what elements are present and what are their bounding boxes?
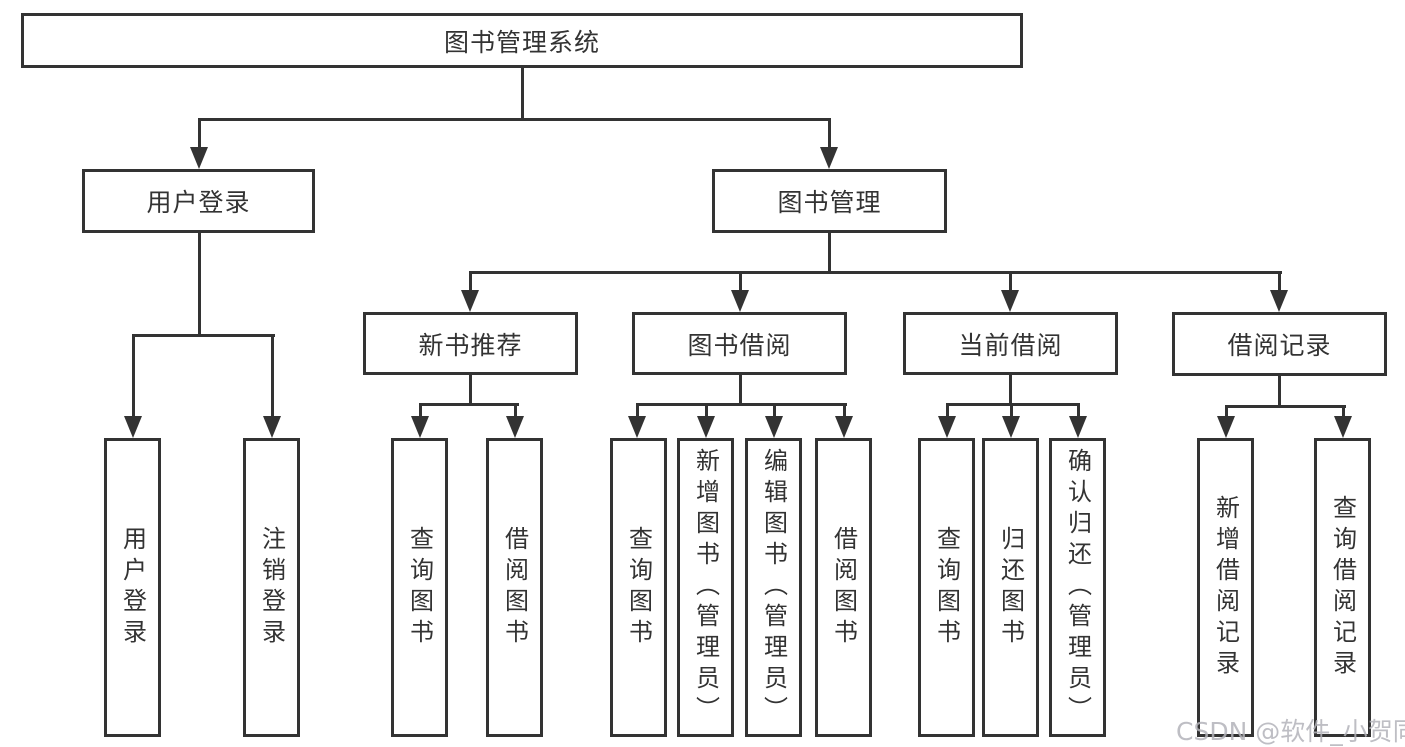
arrow-down-icon — [1069, 416, 1087, 438]
connector-line — [635, 403, 847, 406]
connector-line — [827, 118, 831, 154]
connector-line — [197, 118, 201, 154]
node-borrow-records-label: 借阅记录 — [1227, 331, 1332, 360]
connector-line — [1009, 403, 1013, 421]
arrow-down-icon — [835, 416, 853, 438]
node-root-system: 图书管理系统 — [21, 13, 1023, 68]
leaf-add-book-admin: 新增图书（管理员） — [677, 438, 734, 737]
leaf-query-books-borrow-label: 查询图书 — [624, 525, 653, 650]
connector-line — [468, 271, 472, 295]
leaf-query-borrow-record-label: 查询借阅记录 — [1328, 494, 1357, 681]
leaf-borrow-books-borrow: 借阅图书 — [815, 438, 872, 737]
node-new-book-recommend: 新书推荐 — [363, 312, 578, 375]
leaf-logout: 注销登录 — [243, 438, 300, 737]
connector-line — [945, 403, 1080, 406]
arrow-down-icon — [263, 416, 281, 438]
node-book-management-label: 图书管理 — [777, 188, 882, 217]
connector-line — [418, 403, 519, 406]
node-book-borrow-label: 图书借阅 — [687, 330, 792, 360]
leaf-edit-book-admin-label: 编辑图书（管理员） — [759, 448, 788, 727]
connector-line — [738, 271, 742, 295]
node-new-book-recommend-label: 新书推荐 — [418, 330, 523, 360]
connector-line — [1277, 271, 1281, 295]
arrow-down-icon — [765, 416, 783, 438]
arrow-down-icon — [1334, 416, 1352, 438]
leaf-confirm-return-admin: 确认归还（管理员） — [1049, 438, 1106, 737]
leaf-borrow-books-recommend: 借阅图书 — [486, 438, 543, 737]
connector-line — [1008, 375, 1012, 406]
arrow-down-icon — [1270, 290, 1288, 312]
node-borrow-records: 借阅记录 — [1172, 312, 1387, 376]
node-user-login: 用户登录 — [82, 169, 315, 233]
arrow-down-icon — [938, 416, 956, 438]
connector-line — [1224, 405, 1228, 419]
connector-line — [197, 233, 201, 337]
leaf-return-books: 归还图书 — [982, 438, 1039, 737]
connector-line — [131, 334, 135, 422]
connector-line — [738, 375, 742, 406]
connector-line — [418, 403, 422, 421]
arrow-down-icon — [820, 147, 838, 169]
arrow-down-icon — [124, 416, 142, 438]
connector-line — [270, 334, 274, 422]
connector-line — [635, 403, 639, 421]
connector-line — [468, 271, 1282, 274]
connector-line — [1277, 375, 1281, 408]
node-user-login-label: 用户登录 — [146, 188, 251, 217]
leaf-confirm-return-admin-label: 确认归还（管理员） — [1063, 448, 1092, 727]
connector-line — [1224, 405, 1346, 408]
arrow-down-icon — [1217, 416, 1235, 438]
leaf-query-books-current-label: 查询图书 — [932, 525, 961, 650]
leaf-add-borrow-record-label: 新增借阅记录 — [1211, 494, 1240, 681]
leaf-borrow-books-borrow-label: 借阅图书 — [829, 525, 858, 650]
connector-line — [842, 403, 846, 421]
connector-line — [704, 403, 708, 421]
connector-line — [1008, 271, 1012, 295]
connector-line — [772, 403, 776, 421]
node-book-borrow: 图书借阅 — [632, 312, 847, 375]
leaf-query-books-recommend: 查询图书 — [391, 438, 448, 737]
leaf-user-login-label: 用户登录 — [118, 525, 147, 650]
leaf-query-books-current: 查询图书 — [918, 438, 975, 737]
node-book-management: 图书管理 — [712, 169, 947, 233]
connector-line — [468, 375, 472, 406]
leaf-edit-book-admin: 编辑图书（管理员） — [745, 438, 802, 737]
connector-line — [513, 403, 517, 421]
connector-line — [827, 233, 831, 274]
leaf-query-books-recommend-label: 查询图书 — [405, 525, 434, 650]
connector-line — [520, 68, 524, 120]
arrow-down-icon — [731, 290, 749, 312]
node-root-system-label: 图书管理系统 — [443, 27, 600, 57]
arrow-down-icon — [461, 290, 479, 312]
node-current-borrow: 当前借阅 — [903, 312, 1118, 375]
arrow-down-icon — [697, 416, 715, 438]
arrow-down-icon — [1001, 290, 1019, 312]
leaf-return-books-label: 归还图书 — [996, 525, 1025, 650]
leaf-query-borrow-record: 查询借阅记录 — [1314, 438, 1371, 737]
leaf-logout-label: 注销登录 — [257, 525, 286, 650]
leaf-query-books-borrow: 查询图书 — [610, 438, 667, 737]
arrow-down-icon — [411, 416, 429, 438]
leaf-user-login: 用户登录 — [104, 438, 161, 737]
arrow-down-icon — [506, 416, 524, 438]
leaf-add-borrow-record: 新增借阅记录 — [1197, 438, 1254, 737]
csdn-watermark: CSDN @软件_小贺同学 — [1176, 717, 1405, 746]
leaf-add-book-admin-label: 新增图书（管理员） — [691, 448, 720, 727]
connector-line — [1076, 403, 1080, 421]
connector-line — [945, 403, 949, 421]
connector-line — [1341, 405, 1345, 419]
arrow-down-icon — [1002, 416, 1020, 438]
arrow-down-icon — [628, 416, 646, 438]
node-current-borrow-label: 当前借阅 — [958, 330, 1063, 360]
connector-line — [197, 118, 831, 121]
leaf-borrow-books-recommend-label: 借阅图书 — [500, 525, 529, 650]
connector-line — [131, 334, 275, 337]
arrow-down-icon — [190, 147, 208, 169]
